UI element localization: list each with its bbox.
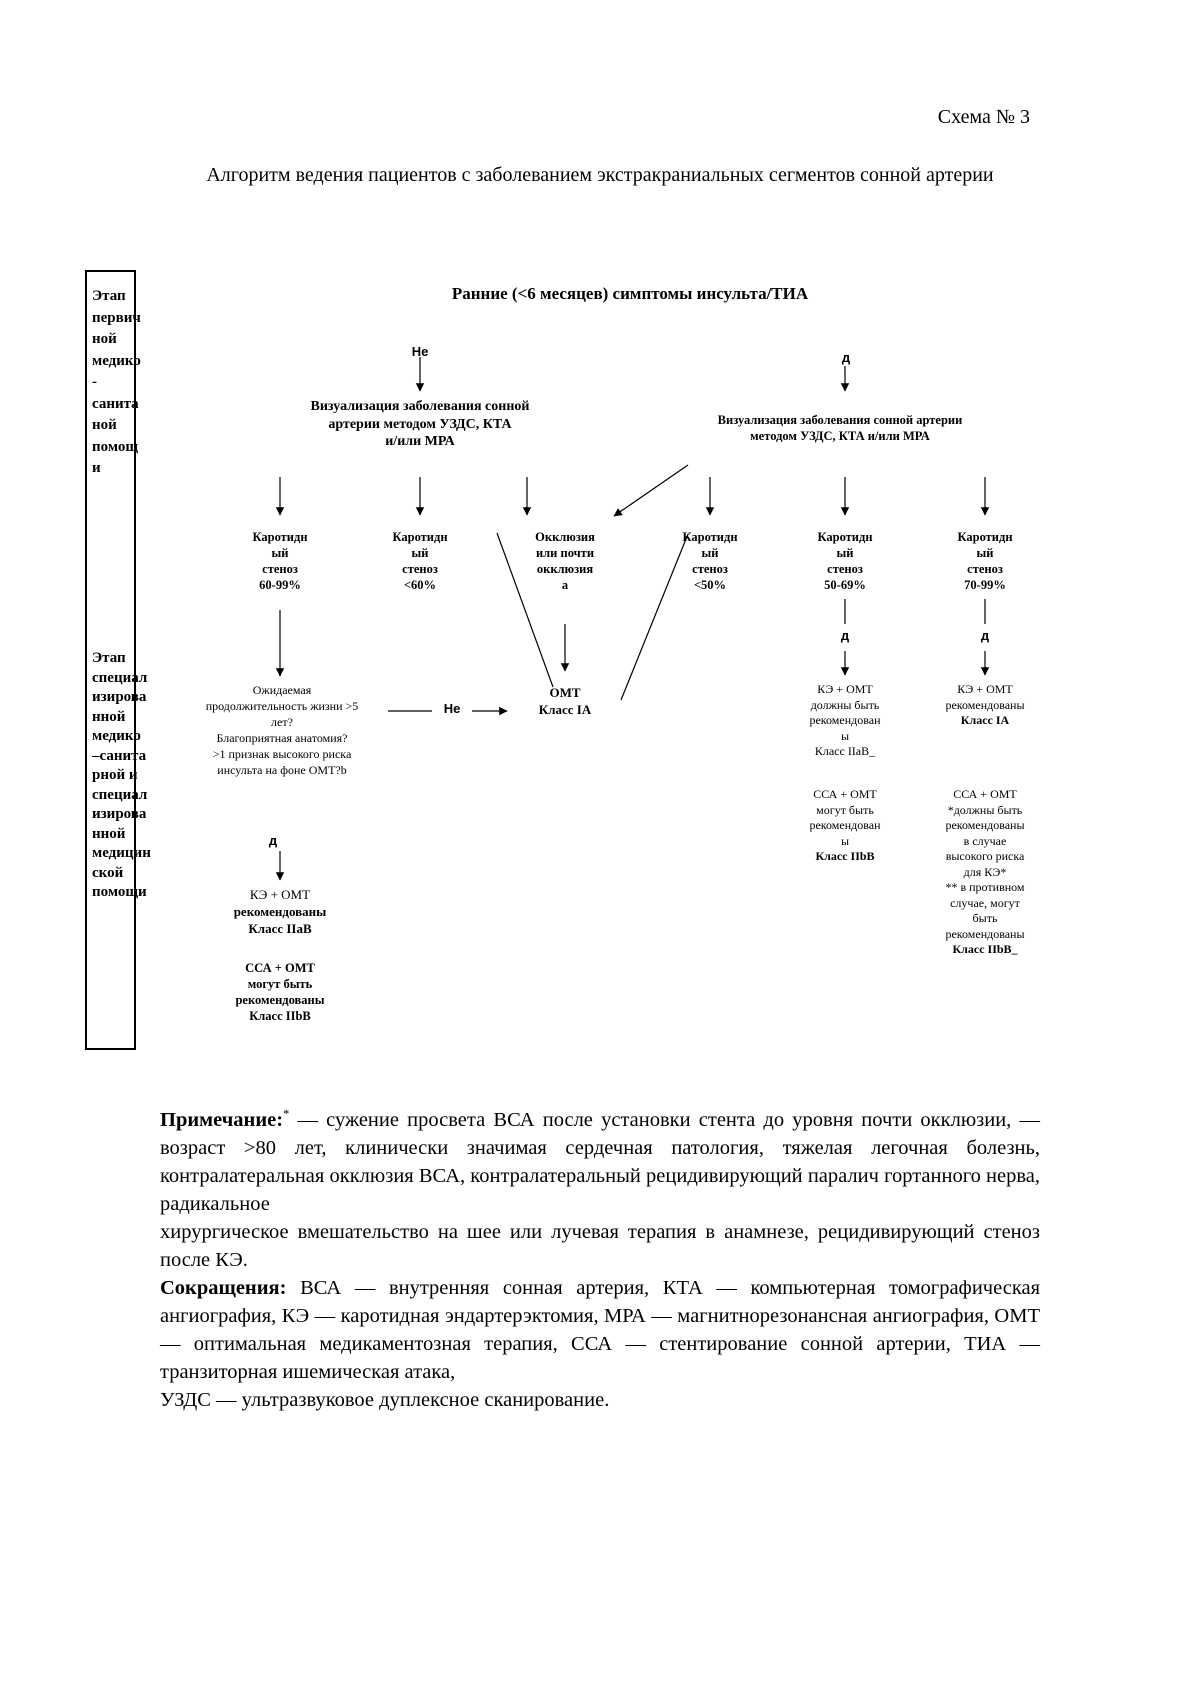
scheme-number: Схема № 3 <box>937 106 1030 128</box>
uzds-line: УЗДС — ультразвуковое дуплексное сканиро… <box>160 1388 610 1411</box>
note-label: Примечание: <box>160 1108 284 1131</box>
page-title: Алгоритм ведения пациентов с заболевание… <box>206 164 994 186</box>
branch-label-no: Не <box>411 344 429 359</box>
rec-text: КЭ + ОМТ <box>249 887 311 902</box>
abbrev-label: Сокращения: <box>160 1276 287 1299</box>
note-star: * <box>283 1107 290 1121</box>
branch-label-yes-col5: д <box>840 628 850 643</box>
note-body: — сужение просвета ВСА после установки с… <box>160 1108 1041 1215</box>
note-paragraph: Примечание:* — сужение просвета ВСА посл… <box>160 1100 1040 1218</box>
rec-class: Класс IIbВ <box>815 849 875 863</box>
stages-border-box <box>85 270 136 1050</box>
branch-label-yes: д <box>841 350 851 365</box>
notes-section: Примечание:* — сужение просвета ВСА посл… <box>160 1100 1040 1414</box>
abbrev-body: ВСА — внутренняя сонная артерия, КТА — к… <box>160 1276 1041 1383</box>
branch-label-no-decision: Не <box>432 701 472 716</box>
branch-label-yes-col1: д <box>268 833 278 848</box>
rec-class: Класс IА <box>960 713 1010 727</box>
branch-label-yes-col6: д <box>980 628 990 643</box>
node-early-symptoms: Ранние (<6 месяцев) симптомы инсульта/ТИ… <box>451 284 809 303</box>
rec-class: Класс IIbВ_ <box>952 942 1018 956</box>
note-paragraph-2: хирургическое вмешательство на шее или л… <box>160 1220 1040 1271</box>
abbrev-paragraph: Сокращения: ВСА — внутренняя сонная арте… <box>160 1274 1040 1386</box>
